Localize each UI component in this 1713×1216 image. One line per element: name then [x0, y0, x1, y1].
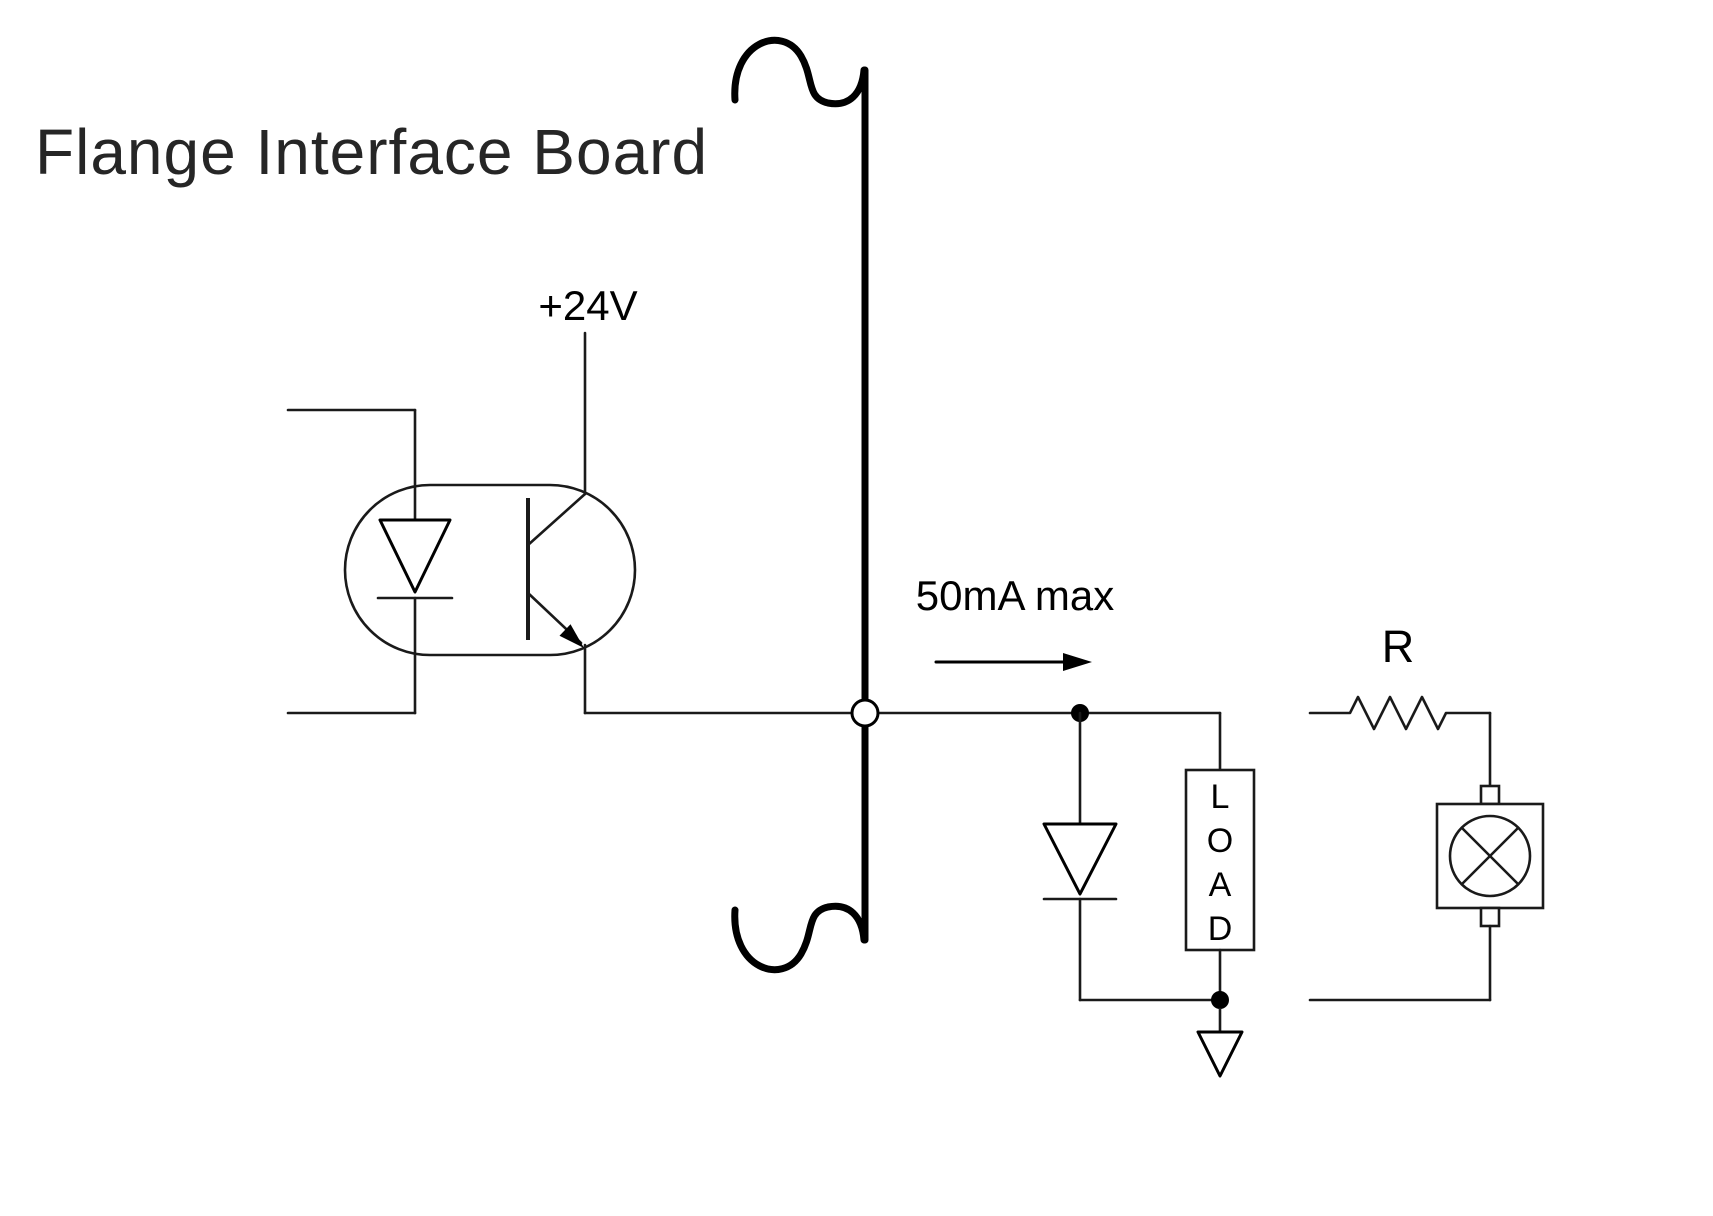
flyback-diode-icon	[1042, 711, 1222, 1002]
output-wire	[583, 698, 1222, 728]
junction-dot-bottom	[1211, 991, 1229, 1009]
ground-triangle-icon	[1196, 1030, 1244, 1078]
resistor-label: R	[1382, 621, 1415, 672]
lamp-circle	[1448, 814, 1532, 898]
resistor-icon	[1308, 695, 1492, 731]
lamp-icon	[1435, 784, 1545, 928]
emitter-arrow-icon	[559, 624, 584, 648]
lamp-terminal-bottom	[1479, 906, 1501, 928]
led-triangle	[378, 518, 452, 594]
load-letter-o: O	[1207, 822, 1233, 860]
flange-boundary	[731, 36, 869, 974]
current-arrow-head-icon	[1063, 653, 1092, 671]
load-block: L O A D	[1184, 711, 1256, 1009]
page-title: Flange Interface Board	[35, 116, 708, 188]
boundary-terminal-icon	[850, 698, 880, 728]
current-annotation: 50mA max	[916, 572, 1114, 671]
current-limit-label: 50mA max	[916, 572, 1114, 619]
load-letter-d: D	[1208, 910, 1233, 948]
transistor-collector	[526, 492, 587, 547]
ground-symbol	[1196, 1007, 1244, 1078]
supply-24v: +24V	[538, 282, 638, 496]
load-letter-a: A	[1209, 866, 1232, 904]
phototransistor-icon	[526, 492, 587, 715]
optocoupler-body	[343, 483, 637, 657]
break-symbol-bottom-icon	[731, 902, 868, 974]
optocoupler-symbol	[343, 408, 637, 715]
lamp-cross-2	[1460, 826, 1520, 886]
lamp-terminal-top	[1479, 784, 1501, 806]
external-circuit: R	[1308, 621, 1545, 1002]
load-letter-l: L	[1211, 778, 1230, 816]
led-icon	[376, 408, 454, 715]
supply-voltage-label: +24V	[538, 282, 637, 329]
break-symbol-top-icon	[731, 36, 868, 108]
input-stubs	[286, 408, 417, 715]
diode-triangle	[1042, 822, 1118, 896]
